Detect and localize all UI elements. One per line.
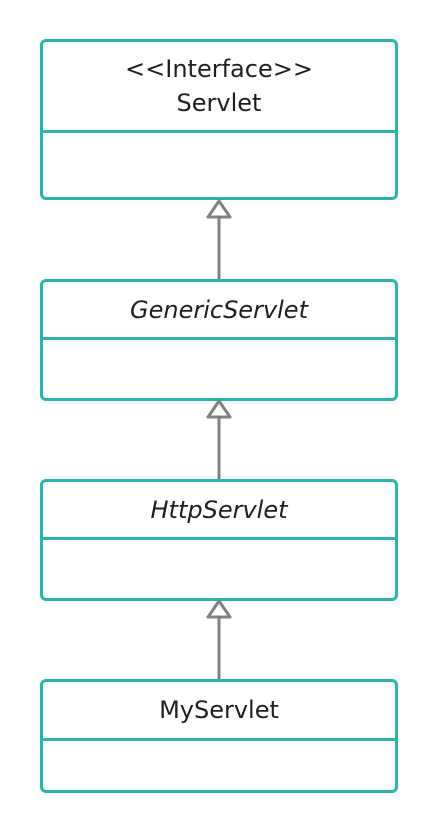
generalization-arrow-http-to-generic — [206, 399, 232, 479]
class-name-http-servlet: HttpServlet — [150, 495, 288, 524]
class-name-servlet: Servlet — [176, 89, 262, 117]
class-box-http-servlet: HttpServlet — [40, 479, 398, 601]
class-box-generic-servlet: GenericServlet — [40, 279, 398, 401]
class-header-servlet: <<Interface>> Servlet — [43, 42, 395, 133]
class-box-my-servlet: MyServlet — [40, 679, 398, 793]
class-box-servlet: <<Interface>> Servlet — [40, 39, 398, 200]
class-name-generic-servlet: GenericServlet — [130, 295, 308, 324]
class-header-generic-servlet: GenericServlet — [43, 282, 395, 340]
class-header-my-servlet: MyServlet — [43, 682, 395, 741]
stereotype-label: <<Interface>> — [125, 55, 313, 83]
generalization-arrow-my-to-http — [206, 599, 232, 679]
generalization-arrow-generic-to-servlet — [206, 199, 232, 279]
class-header-http-servlet: HttpServlet — [43, 482, 395, 540]
class-name-my-servlet: MyServlet — [159, 696, 279, 724]
